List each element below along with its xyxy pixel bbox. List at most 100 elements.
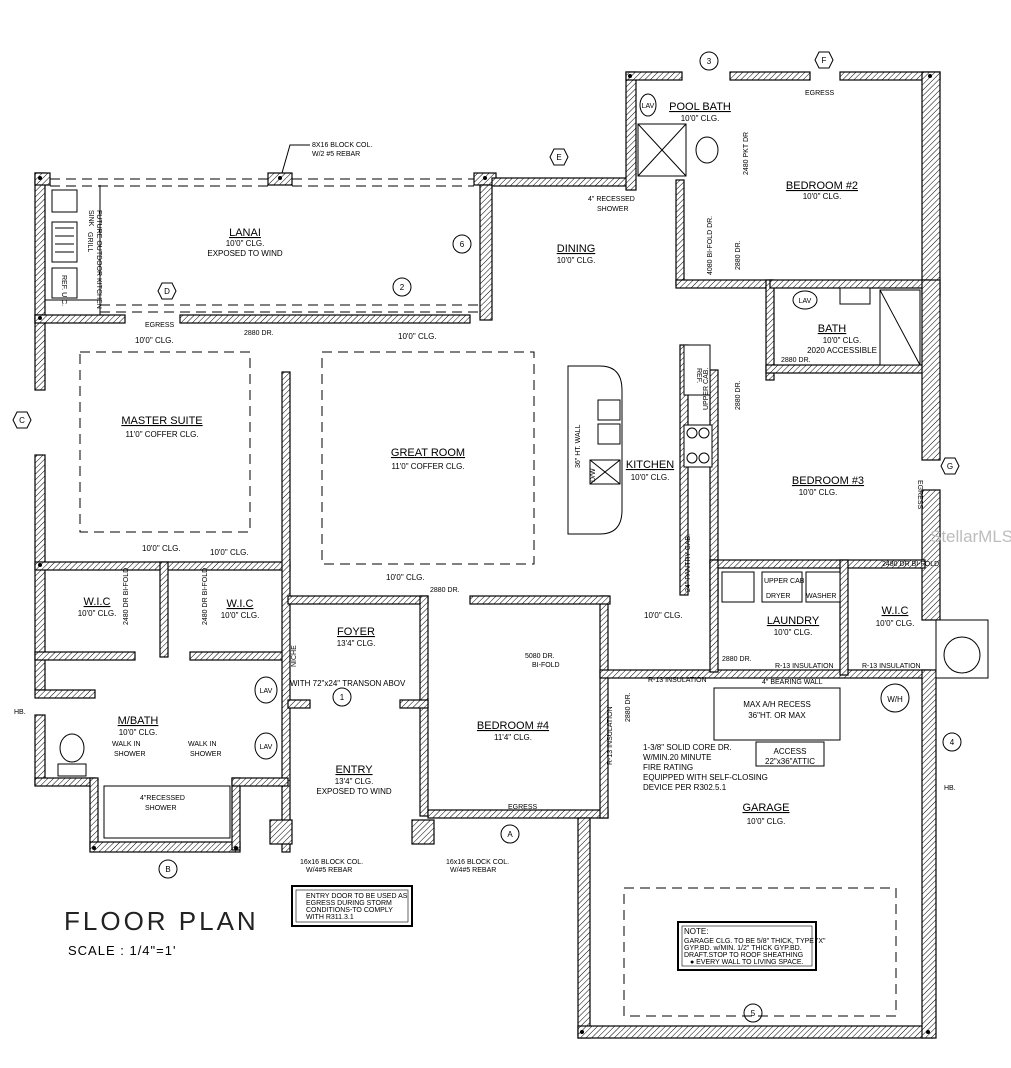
room-great-room: GREAT ROOM	[391, 447, 465, 459]
note-niche: NICHE	[291, 645, 298, 667]
grid-marker-4	[942, 732, 962, 752]
note-2880-bed3: 2880 DR.	[735, 380, 742, 410]
note-bifold-wic-left: 2480 DR BI-FOLD	[123, 568, 130, 625]
note-block-col-left-rebar: W/4#5 REBAR	[306, 867, 352, 874]
note-access-2: 22"x36"ATTIC	[765, 757, 815, 766]
note-ah-recess: MAX A/H RECESS	[743, 700, 811, 709]
note-pantry: 24" PANTRY CAB.	[685, 534, 692, 592]
note-2880-master: 2880 DR.	[244, 330, 274, 337]
grid-marker-b	[158, 859, 178, 879]
note-ah-recess-2: 36"HT. OR MAX	[748, 711, 806, 720]
room-lanai: LANAI	[229, 227, 261, 239]
room-entry: ENTRY	[335, 764, 373, 776]
lanai-boundary	[45, 178, 478, 315]
entry-note-line-1: ENTRY DOOR TO BE USED AS	[306, 893, 408, 900]
grid-label-6: 6	[460, 240, 465, 249]
grid-markers: A B C D E F G 1 2 3 4 5 6	[12, 51, 962, 1023]
note-shower-left: SHOWER	[114, 751, 146, 758]
note-grill: GRILL	[86, 232, 93, 252]
garage-note-line-2: GYP.BD. w/MIN. 1/2" THICK GYP.BD.	[684, 945, 802, 952]
note-r13-bed4: R-13 INSULATION	[607, 706, 614, 765]
lanai-note: EXPOSED TO WIND	[207, 249, 282, 258]
grid-label-d: D	[164, 287, 170, 296]
note-solid-core-2: W/MIN.20 MINUTE	[643, 753, 711, 762]
lanai-ceiling: 10'0" CLG.	[226, 239, 265, 248]
note-block-col: 8X16 BLOCK COL.	[312, 142, 372, 149]
room-wic-left: W.I.C	[84, 596, 111, 608]
note-lav-m1: LAV	[260, 688, 273, 695]
foyer-ceiling: 13'4" CLG.	[337, 639, 376, 648]
note-block-col-right: 16x16 BLOCK COL.	[446, 859, 509, 866]
m-bath-ceiling: 10'0" CLG.	[119, 728, 158, 737]
plan-scale: SCALE : 1/4"=1'	[68, 943, 176, 958]
note-solid-core-4: EQUIPPED WITH SELF-CLOSING	[643, 773, 768, 782]
wic-bed3-ceiling: 10'0" CLG.	[876, 619, 915, 628]
grid-marker-2	[392, 277, 412, 297]
bedroom-3-ceiling: 10'0" CLG.	[799, 488, 838, 497]
note-transom: WITH 72"x24" TRANSON ABOV	[290, 679, 406, 688]
pool-bath-ceiling: 10'0" CLG.	[681, 114, 720, 123]
wall-dots	[38, 74, 932, 1034]
note-bifold-wic-right: 2480 DR BI-FOLD	[202, 568, 209, 625]
grid-marker-1	[332, 687, 352, 707]
grid-label-a: A	[507, 830, 513, 839]
note-r13-laundry: R-13 INSULATION	[775, 663, 834, 670]
grid-marker-c	[12, 411, 32, 429]
note-outdoor-kitchen: FUTURE OUTDOOR KITCHEN	[95, 210, 102, 309]
grid-marker-3	[699, 51, 719, 71]
room-wic-right: W.I.C	[227, 598, 254, 610]
note-2880-bed2: 2880 DR.	[735, 240, 742, 270]
grid-marker-d	[157, 282, 177, 300]
bedroom-4-ceiling: 11'4" CLG.	[494, 733, 532, 742]
grid-marker-f	[814, 51, 834, 69]
note-lav-m2: LAV	[260, 744, 273, 751]
entry-note-box: ENTRY DOOR TO BE USED AS EGRESS DURING S…	[291, 885, 413, 927]
grid-label-g: G	[947, 462, 953, 471]
grid-label-b: B	[165, 865, 170, 874]
note-bearing-wall: 4" BEARING WALL	[762, 679, 823, 686]
garage-note-line-4: ● EVERY WALL TO LIVING SPACE.	[690, 959, 804, 966]
grid-label-2: 2	[400, 283, 405, 292]
note-washer: WASHER	[806, 593, 836, 600]
garage-ceiling: 10'0" CLG.	[747, 817, 786, 826]
garage-note-title: NOTE:	[684, 927, 708, 936]
room-bedroom-3: BEDROOM #3	[792, 475, 864, 487]
grid-label-e: E	[556, 153, 561, 162]
note-5080: 5080 DR.	[525, 653, 555, 660]
note-ht-wall: 36" HT. WALL	[575, 424, 582, 468]
plan-title: FLOOR PLAN	[64, 906, 259, 936]
note-2880-foyer: 2880 DR.	[430, 587, 460, 594]
great-room-ceiling: 11'0" COFFER CLG.	[391, 462, 464, 471]
grid-marker-5	[743, 1003, 763, 1023]
note-block-col-rebar: W/2 #5 REBAR	[312, 151, 360, 158]
note-upper-cab: UPPER CAB.	[703, 368, 710, 410]
grid-marker-e	[549, 148, 569, 166]
note-pool-shower: 4" RECESSED	[588, 196, 635, 203]
note-2880-bath: 2880 DR.	[781, 357, 811, 364]
note-bifold-bed4: BI-FOLD	[532, 662, 560, 669]
grid-label-c: C	[19, 416, 25, 425]
room-master-suite: MASTER SUITE	[121, 415, 202, 427]
grid-label-4: 4	[950, 738, 955, 747]
note-clg-hall: 10'0" CLG.	[644, 611, 683, 620]
note-dw: D/W	[590, 468, 597, 482]
room-dining: DINING	[557, 243, 596, 255]
room-pool-bath: POOL BATH	[669, 101, 731, 113]
room-wic-bed3: W.I.C	[882, 605, 909, 617]
note-solid-core-5: DEVICE PER R302.5.1	[643, 783, 727, 792]
note-access: ACCESS	[774, 747, 807, 756]
note-hb-left: HB.	[14, 709, 26, 716]
range	[683, 344, 713, 468]
note-pool-shower-2: SHOWER	[597, 206, 629, 213]
fixtures	[51, 93, 989, 839]
wic-left-ceiling: 10'0" CLG.	[78, 609, 117, 618]
note-lav-pool: LAV	[642, 103, 655, 110]
entry-note: EXPOSED TO WIND	[316, 787, 391, 796]
note-egress-bed2: EGRESS	[805, 90, 835, 97]
note-lav-bath: LAV	[799, 298, 812, 305]
room-bedroom-2: BEDROOM #2	[786, 180, 858, 192]
room-labels: LANAI 10'0" CLG. EXPOSED TO WIND DINING …	[78, 101, 915, 826]
grid-marker-6	[452, 234, 472, 254]
grid-marker-g	[940, 457, 960, 475]
